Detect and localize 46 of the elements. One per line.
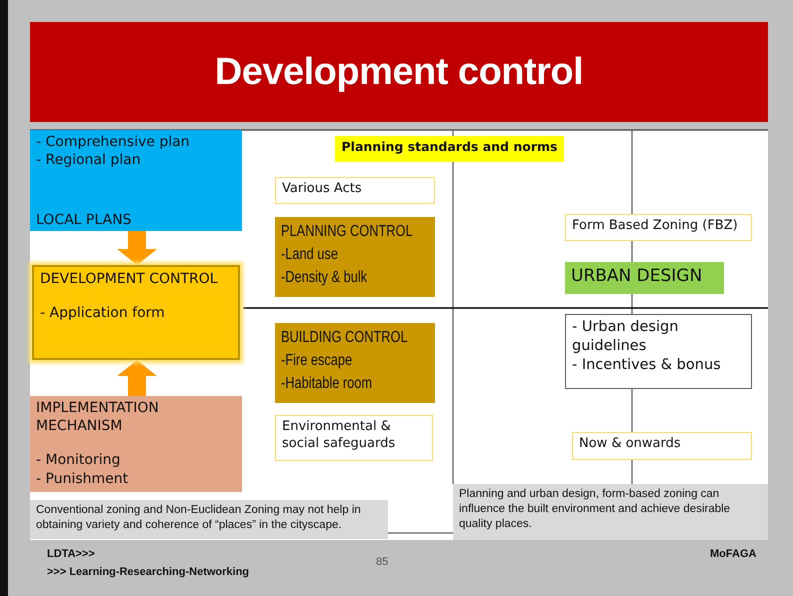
box-heading: IMPLEMENTATION MECHANISM [36, 399, 160, 436]
box-heading: PLANNING CONTROL [281, 222, 413, 242]
box-heading: DEVELOPMENT CONTROL [40, 270, 219, 288]
box-heading: BUILDING CONTROL [281, 328, 408, 348]
box-heading: - Urban design guidelines [572, 318, 680, 356]
footer-text: >>> Learning-Researching-Networking [47, 566, 250, 578]
box-text: - Punishment [36, 470, 130, 488]
box-text: Environmental & social safeguards [282, 419, 396, 453]
footer-text: MoFAGA [710, 548, 756, 560]
text-box [275, 415, 433, 461]
note-box [30, 500, 388, 539]
box-text: -Density & bulk [281, 268, 368, 288]
highlight-box [335, 136, 564, 162]
slide-title: Development control [214, 50, 584, 94]
control-box [275, 323, 435, 403]
process-box [32, 265, 240, 360]
box-text: Various Acts [282, 181, 363, 198]
box-text: Form Based Zoning (FBZ) [572, 218, 739, 235]
box-heading: - Comprehensive plan [36, 133, 191, 152]
box-text: Now & onwards [579, 436, 682, 453]
text-box [275, 177, 435, 204]
box-text: -Land use [281, 245, 338, 266]
footer-text: LDTA>>> [47, 548, 95, 560]
box-text: -Habitable room [281, 374, 372, 394]
box-text: URBAN DESIGN [571, 265, 704, 288]
box-text: Planning and urban design, form-based zoning can influence the built environment and achieve desirable quality places. [459, 487, 732, 532]
text-box [565, 314, 752, 389]
box-text: - Application form [40, 304, 166, 322]
note-box [453, 484, 768, 540]
page-number: 85 [376, 556, 388, 568]
plan-box [30, 130, 242, 231]
process-box [30, 396, 242, 492]
block-arrow [117, 231, 157, 265]
box-text: LOCAL PLANS [36, 211, 132, 230]
box-text: - Monitoring [36, 451, 122, 470]
text-box [572, 432, 752, 460]
control-box [275, 217, 435, 297]
block-arrow [117, 360, 157, 396]
box-text: Conventional zoning and Non-Euclidean Zoning may not help in obtaining variety and coherence of “places” in the cityscape. [36, 503, 362, 533]
text-box [565, 214, 752, 241]
box-text: -Fire escape [281, 351, 352, 372]
box-text: - Incentives & bonus [572, 356, 722, 375]
connector-line [388, 532, 453, 534]
box-text: - Regional plan [36, 151, 142, 170]
box-text: Planning standards and norms [341, 139, 558, 156]
highlight-box [565, 262, 724, 294]
